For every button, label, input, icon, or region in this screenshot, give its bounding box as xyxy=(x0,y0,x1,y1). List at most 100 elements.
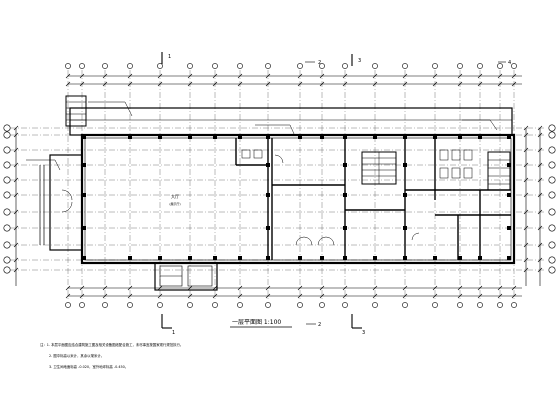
axis-bubble-right xyxy=(548,124,556,132)
dim-tick xyxy=(65,73,71,79)
axis-bubble-bottom xyxy=(342,302,348,308)
axis-bubble-bottom xyxy=(457,302,463,308)
column xyxy=(403,193,407,197)
dim-tick xyxy=(477,73,483,79)
svg-text:4: 4 xyxy=(508,60,511,66)
dim-tick xyxy=(237,293,243,299)
dim-tick xyxy=(372,73,378,79)
axis-bubble-bottom xyxy=(477,302,483,308)
dim-tick xyxy=(497,73,503,79)
dim-tick xyxy=(13,147,19,153)
column xyxy=(128,256,132,260)
dim-tick xyxy=(13,192,19,198)
axis-bubble-left xyxy=(3,241,11,249)
interior-walls xyxy=(235,138,511,260)
axis-bubble-top xyxy=(237,63,243,69)
axis-bubble-top xyxy=(212,63,218,69)
dim-tick xyxy=(497,81,503,87)
dim-tick xyxy=(511,293,517,299)
dim-tick xyxy=(537,242,543,248)
dim-tick xyxy=(157,73,163,79)
column xyxy=(238,256,242,260)
dim-tick xyxy=(342,293,348,299)
column xyxy=(373,135,377,139)
dim-tick xyxy=(187,285,193,291)
axis-bubble-right xyxy=(548,146,556,154)
axis-bubble-right xyxy=(548,176,556,184)
dim-tick xyxy=(372,285,378,291)
dim-tick xyxy=(237,81,243,87)
dim-tick xyxy=(402,293,408,299)
column xyxy=(158,135,162,139)
dim-tick xyxy=(537,147,543,153)
dimension-lines xyxy=(15,75,541,297)
axis-bubble-top xyxy=(511,63,517,69)
column xyxy=(507,135,511,139)
dim-tick xyxy=(79,293,85,299)
note-line-2: 2. 图中标高以米计，其余以毫米计。 xyxy=(49,353,104,358)
axis-bubble-right xyxy=(548,241,556,249)
column xyxy=(238,135,242,139)
axis-bubble-top xyxy=(319,63,325,69)
axis-bubble-top xyxy=(265,63,271,69)
dim-tick xyxy=(511,285,517,291)
dim-tick xyxy=(13,242,19,248)
column xyxy=(507,193,511,197)
dim-tick xyxy=(79,285,85,291)
column xyxy=(433,256,437,260)
dim-tick xyxy=(237,285,243,291)
column xyxy=(266,193,270,197)
dim-tick xyxy=(13,267,19,273)
axis-bubble-bottom xyxy=(237,302,243,308)
column xyxy=(343,163,347,167)
dim-tick xyxy=(187,73,193,79)
svg-text:2: 2 xyxy=(318,60,321,66)
dim-tick xyxy=(523,267,529,273)
column xyxy=(403,135,407,139)
dim-tick xyxy=(212,73,218,79)
column xyxy=(82,193,86,197)
plan-title-text: 一层平面图 1:100 xyxy=(232,319,281,326)
column xyxy=(82,163,86,167)
dim-tick xyxy=(432,81,438,87)
axis-bubble-right xyxy=(548,191,556,199)
washroom-fixtures xyxy=(241,149,473,179)
dim-tick xyxy=(297,81,303,87)
column xyxy=(320,256,324,260)
dim-tick xyxy=(297,293,303,299)
column xyxy=(343,193,347,197)
dim-tick xyxy=(457,73,463,79)
dim-tick xyxy=(342,81,348,87)
column xyxy=(458,135,462,139)
axis-bubble-top xyxy=(497,63,503,69)
dim-tick xyxy=(523,192,529,198)
dim-tick xyxy=(537,267,543,273)
axis-bubble-bottom xyxy=(102,302,108,308)
column xyxy=(128,135,132,139)
svg-text:2: 2 xyxy=(318,322,321,328)
dim-tick xyxy=(297,285,303,291)
dim-tick xyxy=(212,81,218,87)
dim-tick xyxy=(477,293,483,299)
dim-tick xyxy=(537,132,543,138)
axis-bubble-top xyxy=(457,63,463,69)
axis-bubble-top xyxy=(432,63,438,69)
dim-tick xyxy=(319,293,325,299)
axis-bubble-right xyxy=(548,256,556,264)
dim-tick xyxy=(265,81,271,87)
column xyxy=(298,256,302,260)
dim-tick xyxy=(402,73,408,79)
dim-tick xyxy=(537,257,543,263)
dim-tick xyxy=(319,81,325,87)
dim-tick xyxy=(102,293,108,299)
svg-text:3: 3 xyxy=(362,330,365,336)
dim-tick xyxy=(102,285,108,291)
door-swings xyxy=(61,154,420,246)
dim-tick xyxy=(497,293,503,299)
dim-tick xyxy=(372,293,378,299)
axis-bubble-bottom xyxy=(187,302,193,308)
column xyxy=(213,135,217,139)
axis-bubble-left xyxy=(3,191,11,199)
axis-bubble-left xyxy=(3,161,11,169)
dim-tick xyxy=(265,73,271,79)
